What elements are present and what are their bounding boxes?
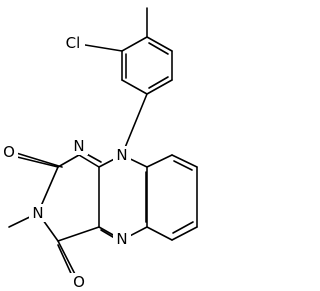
oxygen-4-label: O [73,273,85,291]
nitrogen-10-atom: N [113,146,131,164]
nitrogen-3-label: N [32,204,43,222]
ring-bond [146,154,173,168]
nitrogen-5-atom: N [113,230,131,248]
oxygen-2-label: O [3,143,15,161]
ring-bond [78,154,100,168]
molecule-drawing: Cl N N N N O O [0,7,198,291]
ring-bond [171,226,198,241]
ring-bond [57,226,100,242]
chlorine-label: Cl [66,34,81,52]
nitrogen-3-atom: N [29,204,47,222]
ring-bond [121,79,148,95]
bond-layer [8,7,198,283]
double-bond-line [172,221,194,234]
double-bond-line [148,42,169,55]
oxygen-4-atom: O [70,273,88,291]
ring-bond [171,154,198,168]
aryl-n-bond [121,93,148,156]
double-bond-line [173,160,193,171]
ring-bond [146,79,173,95]
ring-bond [121,36,148,52]
structure-diagram: Cl N N N N O O [0,7,198,291]
nitrogen-1-label: N [73,137,84,155]
double-bond-line [148,76,169,89]
nitrogen-5-label: N [116,230,127,248]
ring-bond [146,36,173,52]
double-bond-line [12,151,63,168]
atom-label-layer: Cl N N N N O O [0,34,131,291]
chlorine-atom: Cl [61,34,85,52]
ring-bond [57,154,80,168]
nitrogen-1-atom: N [70,137,88,155]
ring-bond [146,226,173,241]
nitrogen-10-label: N [116,146,127,164]
oxygen-2-atom: O [0,143,18,161]
